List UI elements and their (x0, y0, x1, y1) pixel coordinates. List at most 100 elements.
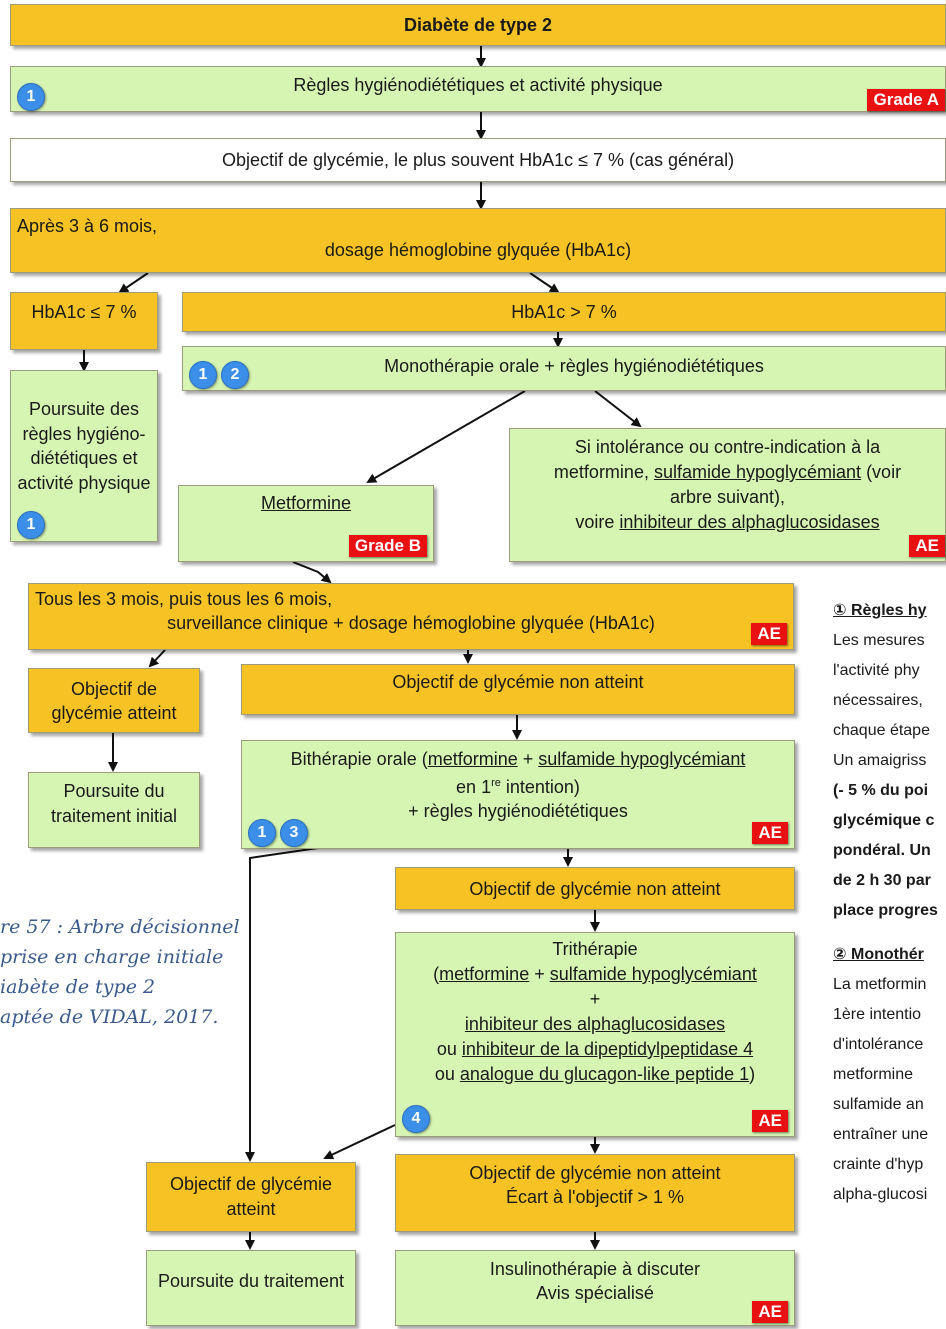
objective-text: Objectif de glycémie, le plus souvent Hb… (221, 150, 735, 170)
monotherapy-box: Monothérapie orale + règles hygiénodiété… (182, 346, 946, 391)
side-line: Les mesures (833, 632, 925, 649)
side-line: (- 5 % du poi (833, 782, 929, 799)
intolerance-line4: voire inhibiteur des alphaglucosidases (575, 512, 880, 532)
intolerance-line1: Si intolérance ou contre-indication à la (574, 437, 881, 457)
tritherapy-line4: inhibiteur des alphaglucosidases (464, 1014, 726, 1034)
pursue-rules-box: Poursuite des règles hygiéno-diététiques… (10, 370, 158, 542)
hba1c-low-text: HbA1c ≤ 7 % (31, 302, 137, 322)
side-line: de 2 h 30 par (833, 872, 931, 889)
insulin-line1: Insulinothérapie à discuter (489, 1259, 701, 1279)
figure-caption: re 57 : Arbre décisionnel prise en charg… (0, 912, 240, 1032)
goal-reached-2-text: Objectif de glycémie atteint (169, 1174, 333, 1219)
side-line: nécessaires, (833, 692, 923, 709)
arrow-metformine-follow (292, 561, 332, 584)
intolerance-box: Si intolérance ou contre-indication à la… (509, 428, 946, 562)
goal-reached-box: Objectif de glycémie atteint (28, 668, 200, 733)
side-line: crainte d'hyp (833, 1156, 924, 1173)
follow-up-box: Tous les 3 mois, puis tous les 6 mois, s… (28, 583, 794, 650)
ae-badge: AE (752, 822, 788, 844)
caption-line4: aptée de VIDAL, 2017. (0, 1006, 219, 1028)
goal-not-reached-2-text: Objectif de glycémie non atteint (469, 878, 721, 899)
marker-2-icon: 2 (221, 361, 249, 389)
caption-line3: iabète de type 2 (0, 976, 156, 998)
hba1c-high-box: HbA1c > 7 % (182, 292, 946, 332)
goal-not-reached-3-line2: Écart à l'objectif > 1 % (505, 1187, 685, 1207)
goal-reached-2-box: Objectif de glycémie atteint (146, 1162, 356, 1232)
side-line: d'intolérance (833, 1036, 924, 1053)
side-line: 1ère intentio (833, 1006, 922, 1023)
arrow-after-high (529, 272, 560, 294)
arrow-tri-reached2 (323, 1124, 396, 1160)
insulin-line2: Avis spécialisé (536, 1283, 654, 1303)
marker-3-icon: 3 (280, 819, 308, 847)
goal-reached-text: Objectif de glycémie atteint (51, 678, 177, 723)
after-months-line2: dosage hémoglobine glyquée (HbA1c) (324, 240, 632, 260)
side-heading-1: ① Règles hy (833, 602, 927, 619)
pursue-initial-box: Poursuite du traitement initial (28, 772, 200, 848)
marker-4-icon: 4 (402, 1105, 430, 1133)
ae-badge: AE (751, 623, 787, 645)
arrow-follow-reached (148, 649, 166, 668)
follow-up-line2: surveillance clinique + dosage hémoglobi… (167, 613, 655, 633)
hygiene-box: Règles hygiénodiététiques et activité ph… (10, 66, 946, 112)
caption-line1: re 57 : Arbre décisionnel (0, 916, 240, 938)
side-line: glycémique c (833, 812, 935, 829)
goal-not-reached-text: Objectif de glycémie non atteint (392, 672, 644, 692)
tritherapy-box: Trithérapie (metformine + sulfamide hypo… (395, 932, 795, 1137)
side-notes: ① Règles hy Les mesures l'activité phy n… (833, 596, 946, 1210)
pursue-initial-text: Poursuite du traitement initial (50, 781, 178, 826)
intolerance-line3: arbre suivant), (669, 487, 786, 507)
tritherapy-line5: ou inhibiteur de la dipeptidylpeptidase … (436, 1039, 754, 1059)
ae-badge: AE (752, 1110, 788, 1132)
goal-not-reached-2-box: Objectif de glycémie non atteint (395, 867, 795, 910)
side-line: entraîner une (833, 1126, 929, 1143)
tritherapy-line3: + (589, 989, 601, 1009)
side-line: sulfamide an (833, 1096, 924, 1113)
side-line: metformine (833, 1066, 914, 1083)
grade-a-badge: Grade A (867, 89, 945, 111)
bitherapy-line2: en 1re intention) (456, 777, 580, 797)
grade-b-badge: Grade B (348, 535, 427, 557)
tritherapy-line1: Trithérapie (552, 939, 638, 959)
hba1c-low-box: HbA1c ≤ 7 % (10, 292, 158, 350)
title-text: Diabète de type 2 (403, 15, 553, 35)
goal-not-reached-3-line1: Objectif de glycémie non atteint (469, 1163, 721, 1183)
hba1c-high-text: HbA1c > 7 % (511, 302, 617, 322)
side-line: alpha-glucosi (833, 1186, 928, 1203)
pursue-treatment-text: Poursuite du traitement (157, 1270, 345, 1291)
side-heading-2: ② Monothér (833, 946, 924, 963)
pursue-rules-text: Poursuite des règles hygiéno-diététiques… (17, 399, 151, 493)
marker-1-icon: 1 (17, 83, 45, 111)
side-line: Un amaigriss (833, 752, 927, 769)
side-line: pondéral. Un (833, 842, 931, 859)
side-line: La metformin (833, 976, 927, 993)
title-box: Diabète de type 2 (10, 4, 946, 46)
arrow-mono-metformine (366, 390, 526, 484)
goal-not-reached-box: Objectif de glycémie non atteint (241, 664, 795, 715)
marker-1-icon: 1 (17, 511, 45, 539)
intolerance-line2: metformine, sulfamide hypoglycémiant (vo… (553, 462, 902, 482)
side-line: l'activité phy (833, 662, 920, 679)
monotherapy-text: Monothérapie orale + règles hygiénodiété… (384, 355, 764, 376)
objective-box: Objectif de glycémie, le plus souvent Hb… (10, 138, 946, 182)
tritherapy-line6: ou analogue du glucagon-like peptide 1) (434, 1064, 756, 1084)
side-line: chaque étape (833, 722, 930, 739)
follow-up-line1: Tous les 3 mois, puis tous les 6 mois, (35, 589, 333, 609)
tritherapy-line2: (metformine + sulfamide hypoglycémiant (433, 964, 757, 984)
metformine-text: Metformine (260, 493, 352, 513)
after-months-line1: Après 3 à 6 mois, (17, 216, 158, 236)
arrow-after-low (118, 272, 149, 294)
caption-line2: prise en charge initiale (0, 946, 224, 968)
bitherapy-line3: + règles hygiénodiététiques (408, 801, 628, 821)
arrow-mono-intolerance (594, 390, 642, 428)
marker-1-icon: 1 (248, 819, 276, 847)
bitherapy-line1: Bithérapie orale (metformine + sulfamide… (290, 749, 746, 769)
bitherapy-box: Bithérapie orale (metformine + sulfamide… (241, 740, 795, 849)
arrow-bi-reached2 (245, 847, 319, 1162)
goal-not-reached-3-box: Objectif de glycémie non atteint Écart à… (395, 1154, 795, 1232)
ae-badge: AE (752, 1301, 788, 1323)
marker-1-icon: 1 (189, 361, 217, 389)
pursue-treatment-box: Poursuite du traitement (146, 1250, 356, 1326)
metformine-box: Metformine Grade B (178, 485, 434, 562)
ae-badge: AE (909, 535, 945, 557)
